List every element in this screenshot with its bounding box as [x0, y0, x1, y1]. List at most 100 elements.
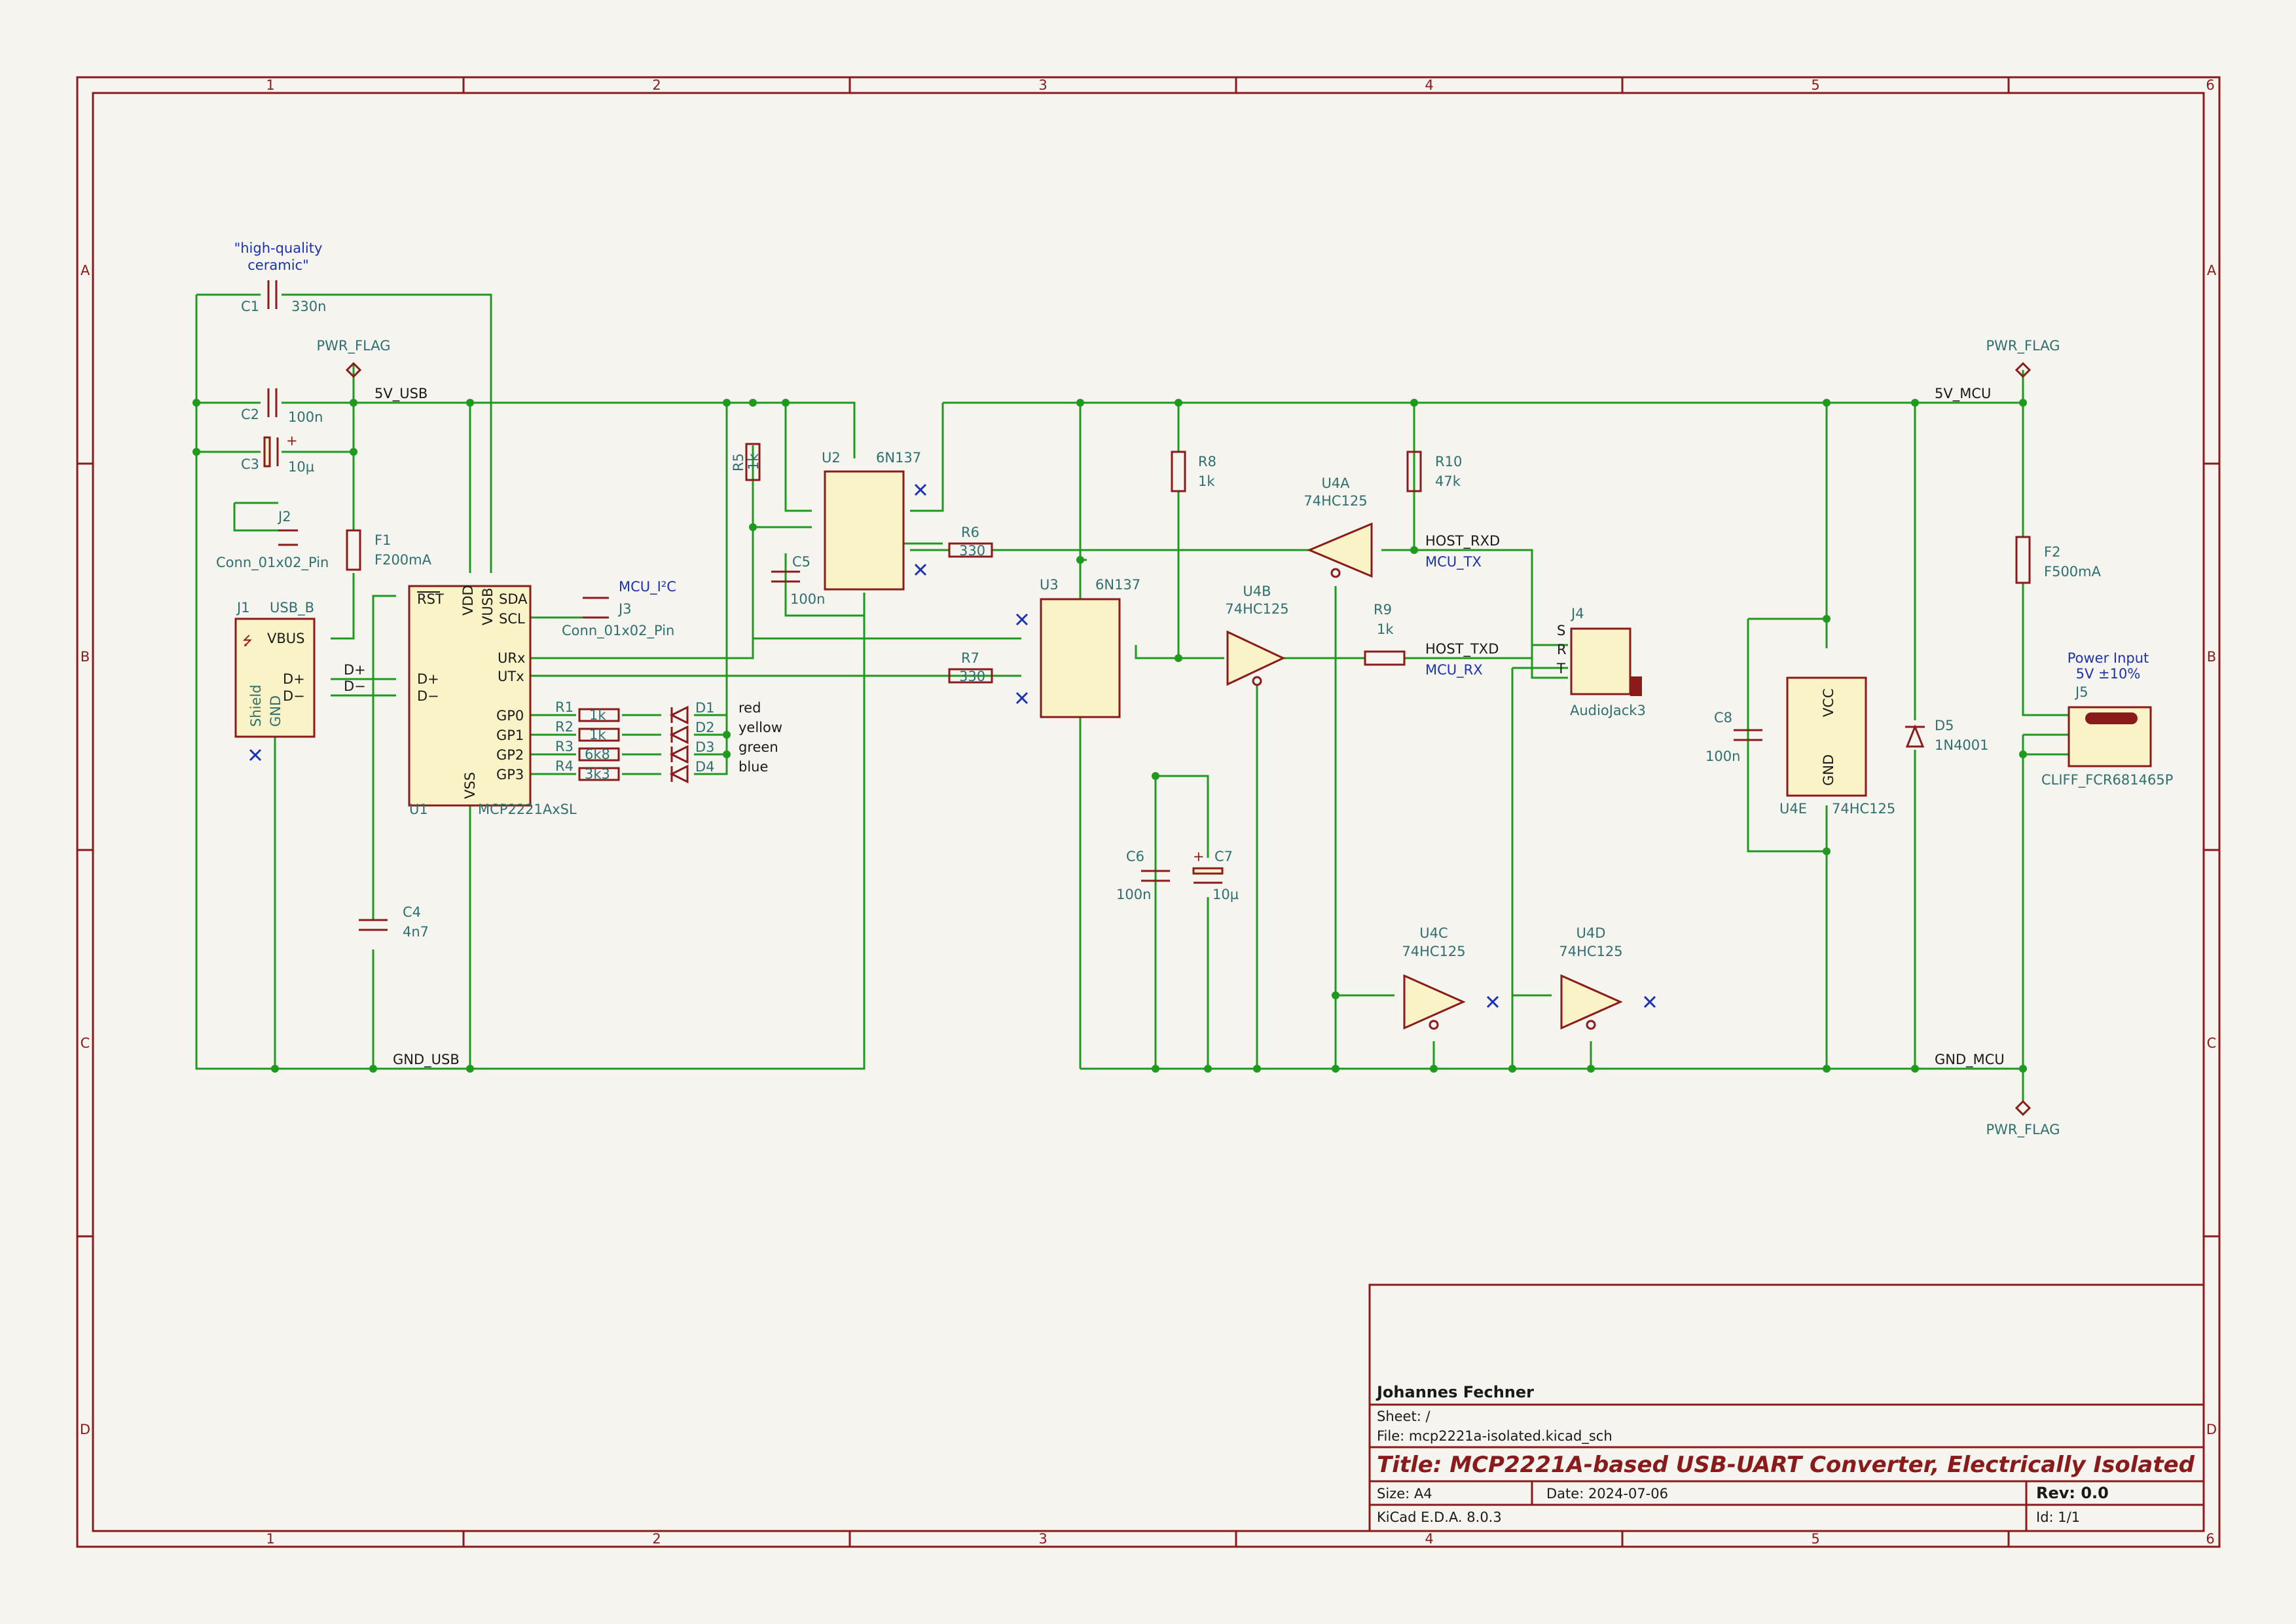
value-label: 74HC125: [1559, 944, 1622, 959]
value-label: 1k: [746, 453, 761, 470]
connector-j1-usb-b: J1 USB_B VBUS D+ D− Shield GND ⭍: [234, 600, 316, 738]
ref-label: D4: [695, 759, 715, 775]
value-label: F200mA: [374, 552, 432, 568]
pin-name: VUSB: [480, 588, 496, 625]
fuse-f1: F1 F200mA: [346, 529, 432, 571]
ref-label: F1: [374, 532, 391, 548]
value-label: 1k: [1377, 621, 1394, 637]
pwr-flag-label: PWR_FLAG: [316, 338, 390, 354]
capacitor-c4: C4 4n7: [359, 904, 429, 940]
col-label: 4: [1425, 1531, 1433, 1547]
capacitor-c5: C5 100n: [771, 554, 825, 607]
pin-name: SCL: [499, 611, 525, 627]
ref-label: R10: [1435, 454, 1462, 470]
file-name: File: mcp2221a-isolated.kicad_sch: [1377, 1428, 1613, 1445]
pin-name: R: [1557, 642, 1567, 657]
ref-label: R9: [1374, 602, 1392, 618]
net-5v-mcu: 5V_MCU: [1935, 386, 1991, 402]
value-label: CLIFF_FCR681465P: [2041, 772, 2173, 788]
ref-label: C4: [403, 904, 421, 920]
pin-name: VBUS: [267, 631, 304, 646]
pin-name: GP2: [496, 747, 524, 763]
pin-name: URx: [498, 650, 525, 666]
ref-label: U4A: [1321, 475, 1350, 491]
pwr-flag-gnd: PWR_FLAG: [1986, 1099, 2060, 1138]
ref-label: R6: [961, 525, 979, 540]
ref-label: U4E: [1779, 801, 1807, 817]
ref-label: D1: [695, 700, 715, 716]
ref-label: J2: [277, 509, 291, 525]
pin-name: T: [1556, 661, 1565, 676]
value-label: F500mA: [2044, 564, 2102, 580]
value-label: 1k: [589, 707, 606, 723]
ref-label: C8: [1714, 710, 1732, 726]
capacitor-c2: C2 100n: [241, 388, 323, 425]
ref-label: C3: [241, 456, 259, 472]
pin-name: SDA: [499, 591, 528, 607]
led-color-label: yellow: [738, 720, 782, 735]
value-label: 330: [959, 669, 985, 684]
ref-label: F2: [2044, 544, 2060, 560]
fuse-f2: F2 F500mA: [2015, 536, 2102, 584]
value-label: 6N137: [1095, 577, 1140, 593]
ref-label: R3: [555, 739, 574, 754]
pwr-flag-usb: PWR_FLAG: [316, 338, 391, 378]
junction-dots: [192, 399, 2027, 1073]
sheet-border: [76, 76, 2221, 1548]
connector-j4-audio-jack: J4 AudioJack3 S R T: [1556, 606, 1646, 718]
wires-mcu-side: [903, 370, 2069, 1101]
author: Johannes Fechner: [1376, 1383, 1534, 1401]
net-host-txd: HOST_TXD: [1425, 641, 1499, 657]
ref-label: U4B: [1243, 583, 1271, 599]
pin-name: Shield: [248, 684, 264, 727]
value-label: 6k8: [585, 747, 610, 762]
net-5v-usb: 5V_USB: [374, 386, 428, 402]
pin-name: VCC: [1821, 688, 1836, 717]
value-label: 100n: [1116, 887, 1151, 902]
ref-label: C1: [241, 299, 259, 314]
ref-label: U1: [409, 802, 428, 817]
ref-label: C2: [241, 407, 259, 422]
connector-j2: J2 Conn_01x02_Pin: [216, 509, 329, 571]
ref-label: U4C: [1419, 925, 1448, 941]
led-d3: [669, 745, 689, 764]
value-label: 47k: [1435, 473, 1461, 489]
value-label: 100n: [790, 591, 825, 607]
resistor-r10: R10 47k: [1406, 451, 1462, 492]
row-label: D: [80, 1422, 90, 1437]
led-resistors: R1 R2 R3 R4 1k 1k 6k8 3k3: [555, 699, 620, 782]
diode-d5: D5 1N4001: [1905, 718, 1989, 753]
sheet-id: Id: 1/1: [2036, 1509, 2080, 1525]
paper-size: Size: A4: [1377, 1486, 1432, 1502]
pwr-flag-label: PWR_FLAG: [1986, 338, 2060, 354]
capacitor-c6: C6 100n: [1116, 849, 1170, 902]
power-input-note: Power Input: [2068, 650, 2149, 666]
value-label: 74HC125: [1225, 601, 1288, 617]
col-label: 6: [2206, 1531, 2214, 1547]
resistor-r6: R6 330: [948, 525, 993, 559]
net-d-plus: D+: [344, 662, 366, 678]
net-gnd-usb: GND_USB: [393, 1052, 460, 1068]
value-label: 100n: [1705, 748, 1740, 764]
led-color-label: red: [738, 700, 761, 716]
ref-label: R4: [555, 758, 574, 774]
col-label: 5: [1811, 1531, 1819, 1547]
value-label: 6N137: [876, 450, 921, 466]
col-label: 2: [652, 77, 661, 93]
power-input-note: 5V ±10%: [2076, 666, 2141, 682]
net-host-rxd: HOST_RXD: [1425, 533, 1500, 549]
value-label: 4n7: [403, 924, 429, 940]
value-label: 1k: [589, 727, 606, 743]
title-block: Johannes Fechner Sheet: / File: mcp2221a…: [1368, 1283, 2205, 1532]
pin-name: D−: [283, 688, 305, 704]
pin-name: GP3: [496, 767, 524, 783]
col-label: 5: [1811, 77, 1819, 93]
pin-name: GND: [1821, 754, 1836, 786]
pin-name: D+: [417, 671, 439, 687]
col-label: 2: [652, 1531, 661, 1547]
capacitor-c7: + C7 10µ: [1192, 849, 1239, 902]
border-row-labels: A B C D A B C D: [80, 263, 2217, 1437]
ref-label: D5: [1935, 718, 1954, 733]
value-label: Conn_01x02_Pin: [216, 555, 329, 571]
c1-note: "high-quality: [234, 240, 323, 256]
